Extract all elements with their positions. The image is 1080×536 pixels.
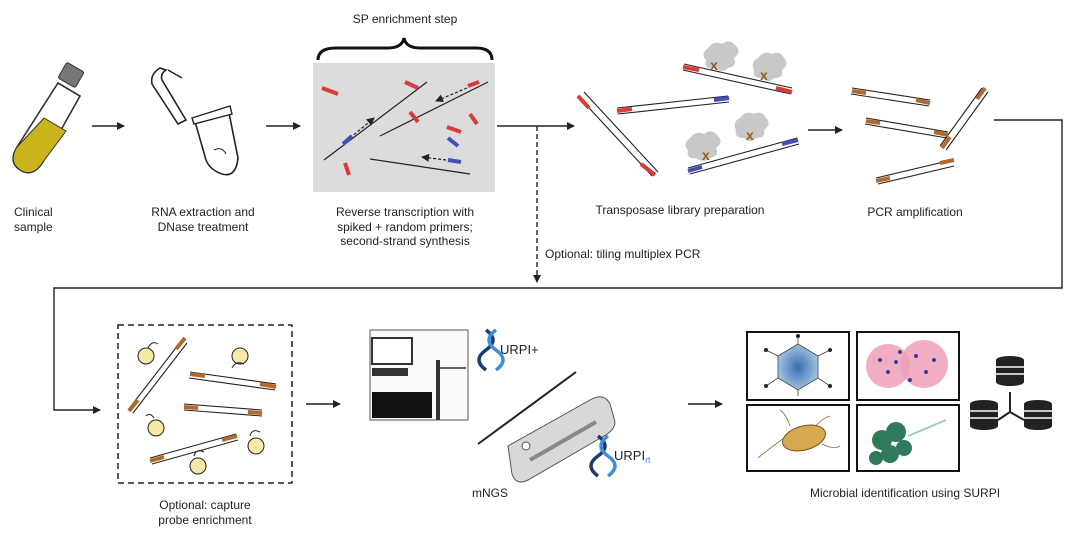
bacterium-icon [757,409,841,459]
transposase-label: Transposase library preparation [595,203,765,217]
minion-icon [507,396,616,483]
surpi-plus-logo [477,328,505,372]
surpi-rt-label: URPI [614,448,645,463]
pipette-tube-icon [150,67,239,176]
svg-text:x: x [710,57,718,73]
virus-icon [764,334,832,396]
transposase-illustration: x x x x [576,41,800,177]
svg-text:x: x [702,147,710,163]
sp-enrichment-title: SP enrichment step [352,12,458,26]
optional-tiling-label: Optional: tiling multiplex PCR [545,247,701,261]
surpi-rt-logo [589,434,617,478]
row-connector [53,119,1063,414]
parasite-cells-icon [866,340,948,388]
pcr-illustration [850,86,989,185]
sp-enrichment-panel [313,63,495,192]
surpi-rt-subscript: rt [645,455,651,465]
svg-text:x: x [760,67,768,83]
sequencer-icon [369,329,469,421]
svg-text:URPIrt: URPIrt [614,448,651,465]
svg-text:x: x [746,127,754,143]
pcr-label: PCR amplification [867,205,963,219]
capture-probe-panel [117,324,293,484]
surpi-plus-label: URPI+ [500,342,539,357]
sp-brace [316,37,494,61]
fungus-icon [869,419,947,465]
clinical-sample-tube-icon [12,62,84,174]
mngs-label: mNGS [472,486,508,500]
divider-line [477,371,577,445]
database-icon [970,356,1052,430]
identification-label: Microbial identification using SURPI [809,486,1001,500]
